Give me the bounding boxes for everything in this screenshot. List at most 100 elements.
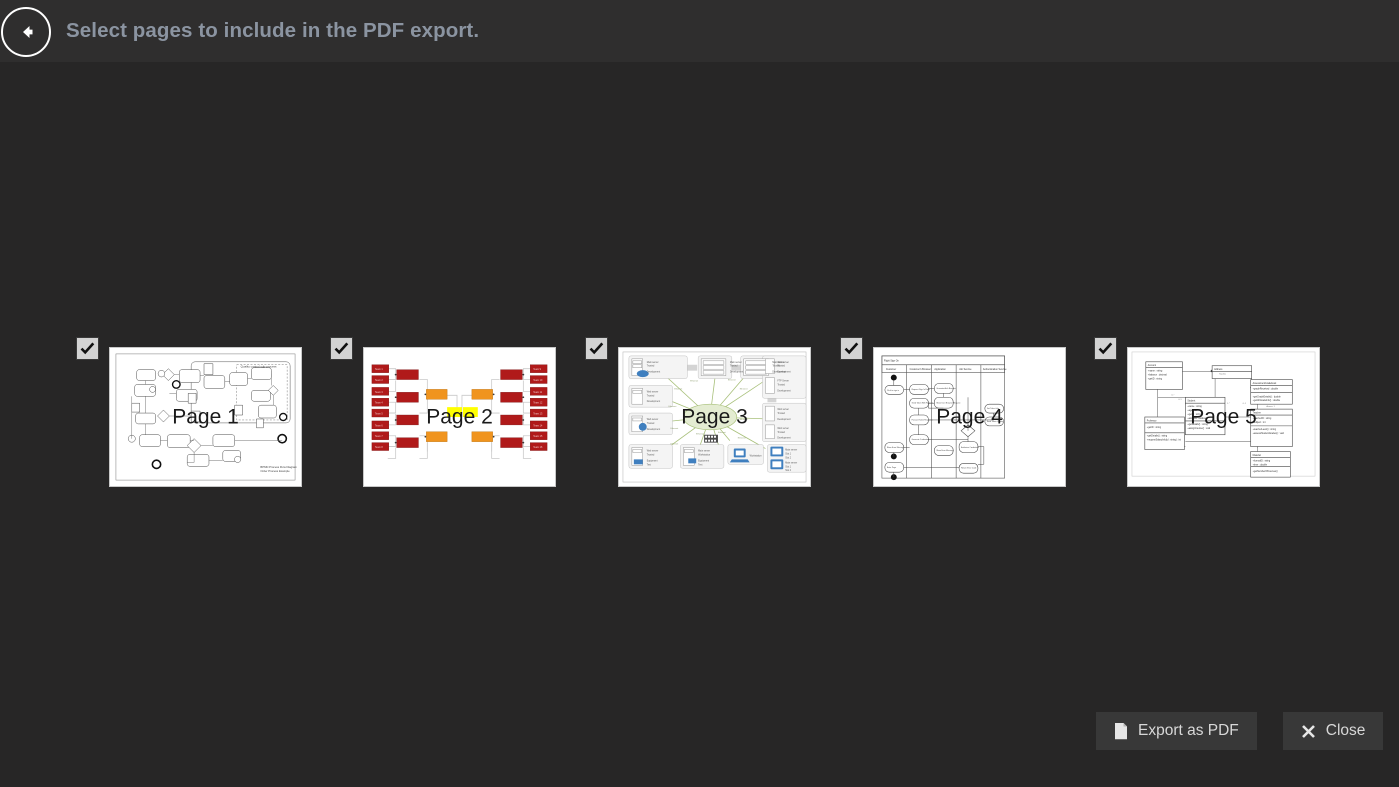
svg-text:Team 15: Team 15 <box>533 435 543 438</box>
svg-text:+balance : decimal: +balance : decimal <box>1148 375 1167 377</box>
svg-text:+getID : string: +getID : string <box>1148 378 1163 381</box>
svg-text:Trusted: Trusted <box>777 431 785 434</box>
svg-text:Ethernet: Ethernet <box>696 433 704 436</box>
svg-text:Web server: Web server <box>777 409 789 411</box>
svg-text:Main server: Main server <box>730 362 742 364</box>
svg-text:Trusted: Trusted <box>647 422 655 425</box>
svg-text:Main server: Main server <box>647 362 659 364</box>
svg-text:Main server: Main server <box>772 362 784 364</box>
svg-text:Customer: Customer <box>886 368 896 371</box>
svg-text:Test: Test <box>698 463 703 466</box>
uml-class-diagram: Account +name : string +balance : decima… <box>1128 348 1319 486</box>
svg-text:Main server: Main server <box>785 462 797 464</box>
svg-text:Application: Application <box>934 368 946 371</box>
page-thumbnail-4[interactable]: Flight Sign On Customer Customer's Brows… <box>873 347 1066 487</box>
svg-text:Main server: Main server <box>785 450 797 452</box>
svg-text:Team 1: Team 1 <box>375 368 383 371</box>
svg-text:Show User Browser Request: Show User Browser Request <box>936 402 960 405</box>
page-checkbox-4[interactable] <box>840 337 863 360</box>
svg-text:Show Error Message: Show Error Message <box>887 447 904 449</box>
svg-text:Workstation: Workstation <box>698 453 711 456</box>
svg-text:Slot 2: Slot 2 <box>785 456 792 459</box>
close-button[interactable]: Close <box>1282 712 1384 750</box>
svg-text:Show Error Message: Show Error Message <box>936 450 953 452</box>
svg-text:Trusted: Trusted <box>647 453 655 456</box>
svg-text:Ethernet: Ethernet <box>728 379 736 382</box>
svg-text:+getID : string: +getID : string <box>1187 413 1202 416</box>
svg-text:Trusted: Trusted <box>777 365 785 368</box>
svg-text:Workstation: Workstation <box>750 454 763 457</box>
svg-text:Equipment: Equipment <box>647 459 658 462</box>
svg-text:Click to sign in: Click to sign in <box>887 389 899 392</box>
svg-text:Trusted: Trusted <box>772 365 780 368</box>
svg-text:+gradeReceived : double: +gradeReceived : double <box>1253 388 1279 390</box>
svg-text:+address : Address: +address : Address <box>1187 417 1207 420</box>
svg-text:Ethernet: Ethernet <box>718 431 726 434</box>
svg-text:Team 5: Team 5 <box>375 413 383 416</box>
export-as-pdf-button[interactable]: Export as PDF <box>1096 712 1257 750</box>
svg-text:Ethernet: Ethernet <box>670 443 678 446</box>
svg-text:Enter Page: Enter Page <box>887 466 896 469</box>
svg-text:+age : int: +age : int <box>1187 409 1197 412</box>
svg-text:BPMN Process Flow Diagram: BPMN Process Flow Diagram <box>260 465 297 469</box>
svg-text:Send Token With Request: Send Token With Request <box>912 402 934 405</box>
page-title: Select pages to include in the PDF expor… <box>66 19 480 42</box>
svg-text:Team 13: Team 13 <box>533 413 543 416</box>
svg-text:+subject : int: +subject : int <box>1253 421 1266 424</box>
svg-text:Main server: Main server <box>698 451 710 453</box>
svg-text:+getNumberOfCourses(): +getNumberOfCourses() <box>1253 470 1278 473</box>
svg-text:FTP Server: FTP Server <box>777 381 789 383</box>
svg-text:+name : string: +name : string <box>1148 370 1163 373</box>
svg-text:Team 16: Team 16 <box>533 446 543 449</box>
svg-text:Ethernet: Ethernet <box>738 437 746 440</box>
svg-text:Team 8: Team 8 <box>375 446 383 449</box>
svg-text:Team 10: Team 10 <box>533 379 543 382</box>
svg-text:Generate Credentials: Generate Credentials <box>912 438 930 441</box>
svg-text:Flight Sign On: Flight Sign On <box>884 359 900 362</box>
svg-text:Development: Development <box>777 389 791 392</box>
page-checkbox-3[interactable] <box>585 337 608 360</box>
svg-text:Ethernet: Ethernet <box>690 380 698 383</box>
back-button[interactable] <box>1 6 51 57</box>
svg-text:Customer's Browser: Customer's Browser <box>910 368 931 371</box>
svg-text:1..*: 1..* <box>1227 403 1230 405</box>
dialog-header: Select pages to include in the PDF expor… <box>0 0 1399 62</box>
svg-text:Teaches: Teaches <box>1219 374 1226 376</box>
svg-text:Development: Development <box>647 371 661 374</box>
page-thumbnail-5[interactable]: Account +name : string +balance : decima… <box>1127 347 1320 487</box>
svg-text:Web server: Web server <box>647 451 659 453</box>
page-checkbox-2[interactable] <box>330 337 353 360</box>
svg-text:Ethernet: Ethernet <box>740 387 748 390</box>
svg-text:Development: Development <box>777 371 791 374</box>
svg-text:Trusted: Trusted <box>730 365 738 368</box>
page-thumbnail-1[interactable]: BPMN Process Flow Diagram Order Process … <box>109 347 302 487</box>
svg-text:+name : string: +name : string <box>1187 405 1202 408</box>
svg-text:Team 12: Team 12 <box>533 402 543 405</box>
svg-text:Trusted: Trusted <box>647 365 655 368</box>
svg-text:Generate Auth Request: Generate Auth Request <box>936 387 956 390</box>
svg-text:Team 2: Team 2 <box>375 379 383 382</box>
svg-text:Test: Test <box>647 463 652 466</box>
svg-text:Material: Material <box>1253 454 1262 457</box>
svg-text:Student: Student <box>1187 400 1195 403</box>
svg-text:Development: Development <box>777 418 791 421</box>
svg-text:+getDetails() : string: +getDetails() : string <box>1187 423 1208 426</box>
svg-text:Send Token Validity: Send Token Validity <box>987 420 1003 423</box>
svg-text:Team 4: Team 4 <box>375 402 383 405</box>
svg-text:Team 9: Team 9 <box>533 368 541 371</box>
svg-text:Authentication Service: Authentication Service <box>983 368 1007 371</box>
page-checkbox-1[interactable] <box>76 337 99 360</box>
svg-text:Order Process Example: Order Process Example <box>260 469 290 473</box>
svg-text:Trusted: Trusted <box>777 383 785 386</box>
svg-text:+assignCourse() : void: +assignCourse() : void <box>1187 428 1211 430</box>
svg-text:Ethernet: Ethernet <box>674 387 682 390</box>
svg-text:Development: Development <box>647 400 661 403</box>
svg-text:Return Error Code: Return Error Code <box>961 467 976 470</box>
svg-text:+getID : string: +getID : string <box>1147 426 1162 429</box>
svg-text:Slot 1: Slot 1 <box>785 465 792 468</box>
page-checkbox-5[interactable] <box>1094 337 1117 360</box>
